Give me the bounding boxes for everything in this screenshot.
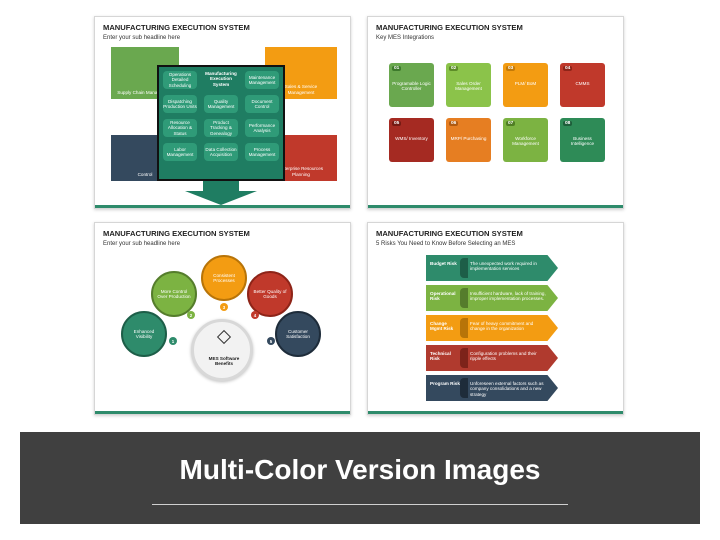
banner-title: Multi-Color Version Images xyxy=(179,454,541,485)
benefit-number: 4 xyxy=(251,311,259,319)
cube-icon xyxy=(216,329,232,345)
risk-row: Change Mgmt Risk Fear of heavy commitmen… xyxy=(426,315,558,341)
slide-title: MANUFACTURING EXECUTION SYSTEM xyxy=(376,229,523,238)
module-cell: Process Management xyxy=(245,143,279,161)
risk-arrow xyxy=(426,315,558,341)
slide-thumbnail-benefits[interactable]: MANUFACTURING EXECUTION SYSTEM Enter you… xyxy=(94,222,351,415)
risk-arrow xyxy=(426,285,558,311)
module-cell: Performance Analysis xyxy=(245,119,279,137)
block-label: Sales & Service Management xyxy=(284,84,318,95)
module-cell: Document Control xyxy=(245,95,279,113)
risk-arrow xyxy=(426,375,558,401)
banner-divider xyxy=(152,504,568,505)
risk-row: Program Risk Unforeseen external factors… xyxy=(426,375,558,401)
integration-tile: 04 CMMS xyxy=(560,63,605,107)
module-cell: Resource Allocation & Status xyxy=(163,119,197,137)
module-cell: Product Tracking & Genealogy xyxy=(204,119,238,137)
benefit-number: 2 xyxy=(187,311,195,319)
module-cell: Dispatching Production Units xyxy=(163,95,197,113)
risk-arrow xyxy=(426,345,558,371)
benefit-circle: Better Quality of Goods xyxy=(247,271,293,317)
module-cell: Operations Detailed Scheduling xyxy=(163,71,197,89)
slide-title: MANUFACTURING EXECUTION SYSTEM xyxy=(103,229,250,238)
down-arrow-head xyxy=(185,191,257,205)
risk-arrow xyxy=(426,255,558,281)
benefit-circle: Enhanced Visibility xyxy=(121,311,167,357)
mes-core-box: Manufacturing Execution System Operation… xyxy=(157,65,285,181)
benefit-circle: More Control Over Production xyxy=(151,271,197,317)
bottom-banner: Multi-Color Version Images xyxy=(20,432,700,524)
module-cell: Data Collection Acquisition xyxy=(204,143,238,161)
benefit-number: 1 xyxy=(169,337,177,345)
integration-tile: 01 Programable Logic Controller xyxy=(389,63,434,107)
benefit-circle: Consistent Processes xyxy=(201,255,247,301)
mes-core-title: Manufacturing Execution System xyxy=(205,71,237,87)
benefit-number: 5 xyxy=(267,337,275,345)
down-arrow xyxy=(203,181,239,193)
integration-tile: 03 PLM/ BoM xyxy=(503,63,548,107)
slide-title: MANUFACTURING EXECUTION SYSTEM xyxy=(376,23,523,32)
risk-row: Operational Risk Insufficient hardware, … xyxy=(426,285,558,311)
slide-title: MANUFACTURING EXECUTION SYSTEM xyxy=(103,23,250,32)
slide-subtitle: Enter your sub headline here xyxy=(103,241,181,247)
module-cell: Quality Management xyxy=(204,95,238,113)
integration-tile: 02 Sales Order Management xyxy=(446,63,491,107)
block-label: Supply Chain Management xyxy=(117,89,173,95)
slide-subtitle: Enter your sub headline here xyxy=(103,35,181,41)
module-cell: Labor Management xyxy=(163,143,197,161)
slide-subtitle: 5 Risks You Need to Know Before Selectin… xyxy=(376,241,516,247)
slide-thumbnail-mes-overview[interactable]: MANUFACTURING EXECUTION SYSTEM Enter you… xyxy=(94,16,351,209)
mes-benefits-center: MES Software Benefits xyxy=(191,319,253,381)
block-label: Enterprise Resources Planning xyxy=(278,166,324,177)
benefit-circle: Customer Satisfaction xyxy=(275,311,321,357)
slide-subtitle: Key MES Integrations xyxy=(376,35,435,41)
integration-tile: 05 WMS/ Inventory xyxy=(389,118,434,162)
integration-tile: 08 Business Intelligence xyxy=(560,118,605,162)
integration-tile: 07 Workforce Management xyxy=(503,118,548,162)
block-label: Control xyxy=(137,171,153,177)
integration-tile: 06 MRP/ Purchasing xyxy=(446,118,491,162)
risk-row: Budget Risk The unexpected work required… xyxy=(426,255,558,281)
benefit-number: 3 xyxy=(220,303,228,311)
slide-thumbnail-risks[interactable]: MANUFACTURING EXECUTION SYSTEM 5 Risks Y… xyxy=(367,222,624,415)
module-cell: Maintenance Management xyxy=(245,71,279,89)
risk-row: Technical Risk Configuration problems an… xyxy=(426,345,558,371)
slide-thumbnail-integrations[interactable]: MANUFACTURING EXECUTION SYSTEM Key MES I… xyxy=(367,16,624,209)
